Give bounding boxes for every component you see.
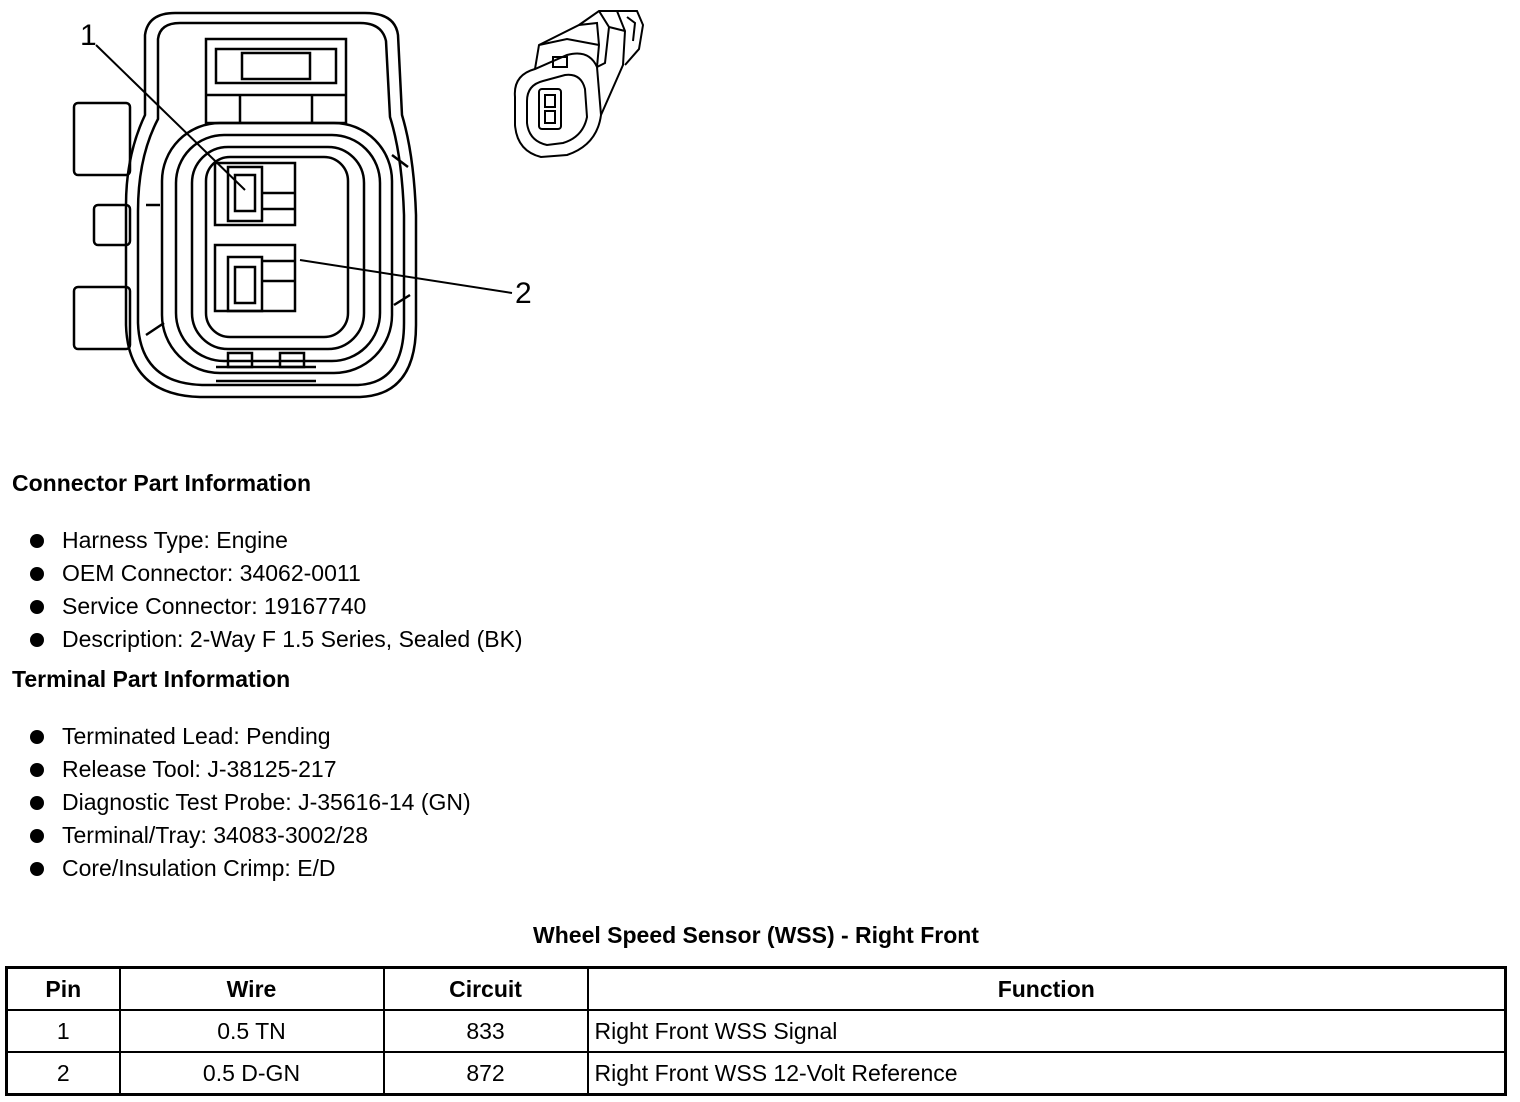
- bullet-icon: [30, 567, 44, 581]
- connector-isometric-diagram: [513, 10, 645, 159]
- wire-cell: 0.5 D-GN: [118, 1051, 385, 1096]
- column-header-function: Function: [586, 966, 1507, 1011]
- function-cell: Right Front WSS Signal: [586, 1009, 1507, 1053]
- list-item: Description: 2-Way F 1.5 Series, Sealed …: [28, 623, 523, 656]
- table-title: Wheel Speed Sensor (WSS) - Right Front: [533, 922, 979, 948]
- pin-cell: 1: [5, 1009, 121, 1053]
- bullet-icon: [30, 534, 44, 548]
- table-row: 1 0.5 TN 833 Right Front WSS Signal: [5, 1009, 1507, 1053]
- bullet-icon: [30, 600, 44, 614]
- connector-info-title: Connector Part Information: [12, 470, 312, 496]
- column-header-wire: Wire: [118, 966, 385, 1011]
- table-row: 2 0.5 D-GN 872 Right Front WSS 12-Volt R…: [5, 1051, 1507, 1096]
- circuit-cell: 872: [382, 1051, 589, 1096]
- pinout-table: Pin Wire Circuit Function 1 0.5 TN 833 R…: [5, 966, 1507, 1096]
- pin-cell: 2: [5, 1051, 121, 1096]
- list-item: Release Tool: J-38125-217: [28, 753, 471, 786]
- bullet-icon: [30, 796, 44, 810]
- terminal-info-title: Terminal Part Information: [12, 666, 291, 692]
- list-item: Service Connector: 19167740: [28, 590, 523, 623]
- wire-cell: 0.5 TN: [118, 1009, 385, 1053]
- connector-face-diagram: 1 2: [72, 11, 532, 399]
- bullet-icon: [30, 862, 44, 876]
- connector-info-list: Harness Type: Engine OEM Connector: 3406…: [28, 524, 523, 656]
- column-header-circuit: Circuit: [382, 966, 589, 1011]
- list-item: Core/Insulation Crimp: E/D: [28, 852, 471, 885]
- circuit-cell: 833: [382, 1009, 589, 1053]
- callout-1: 1: [80, 19, 97, 52]
- list-item: Harness Type: Engine: [28, 524, 523, 557]
- list-item: Terminal/Tray: 34083-3002/28: [28, 819, 471, 852]
- list-item: Diagnostic Test Probe: J-35616-14 (GN): [28, 786, 471, 819]
- list-item: Terminated Lead: Pending: [28, 720, 471, 753]
- column-header-pin: Pin: [5, 966, 121, 1011]
- terminal-info-list: Terminated Lead: Pending Release Tool: J…: [28, 720, 471, 885]
- table-header-row: Pin Wire Circuit Function: [5, 966, 1507, 1011]
- list-item: OEM Connector: 34062-0011: [28, 557, 523, 590]
- bullet-icon: [30, 730, 44, 744]
- bullet-icon: [30, 763, 44, 777]
- bullet-icon: [30, 633, 44, 647]
- function-cell: Right Front WSS 12-Volt Reference: [586, 1051, 1507, 1096]
- bullet-icon: [30, 829, 44, 843]
- callout-2: 2: [515, 277, 532, 310]
